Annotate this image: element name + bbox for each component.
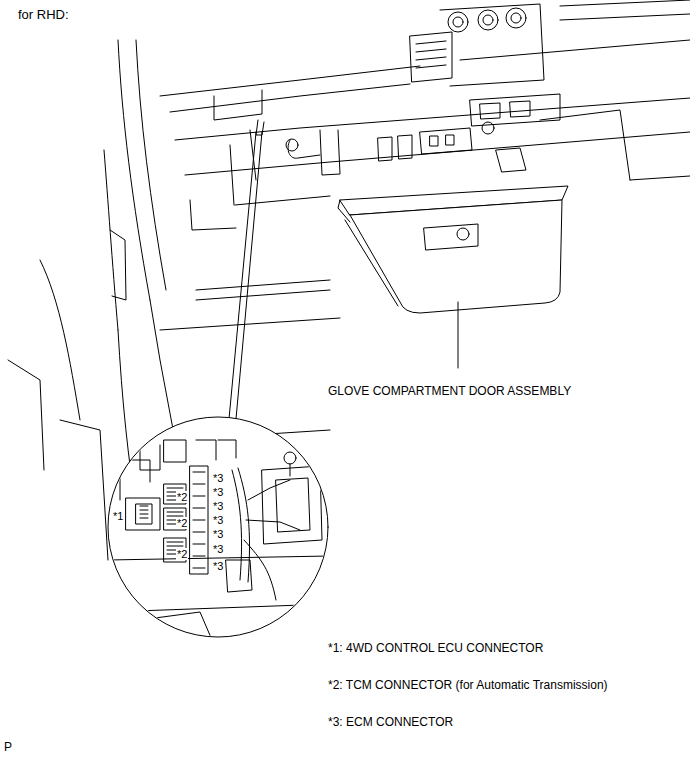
callout-number: *2 bbox=[176, 548, 188, 560]
callout-number: *2 bbox=[176, 517, 188, 529]
diagram-title: for RHD: bbox=[18, 8, 69, 22]
callout-key: *3: ECM CONNECTOR bbox=[328, 715, 453, 729]
callout-number: *1 bbox=[112, 510, 124, 522]
page-mark: P bbox=[4, 740, 12, 754]
callout-number: *2 bbox=[176, 491, 188, 503]
callout-number: *3 bbox=[212, 500, 224, 512]
callout-number: *3 bbox=[212, 528, 224, 540]
callout-key: *1: 4WD CONTROL ECU CONNECTOR bbox=[328, 641, 543, 655]
callout-key: *2: TCM CONNECTOR (for Automatic Transmi… bbox=[328, 678, 608, 692]
callout-number: *3 bbox=[212, 543, 224, 555]
callout-number: *3 bbox=[212, 486, 224, 498]
part-name: GLOVE COMPARTMENT DOOR ASSEMBLY bbox=[328, 384, 571, 398]
callout-number: *3 bbox=[212, 560, 224, 572]
callout-number: *3 bbox=[212, 472, 224, 484]
callout-number: *3 bbox=[212, 514, 224, 526]
